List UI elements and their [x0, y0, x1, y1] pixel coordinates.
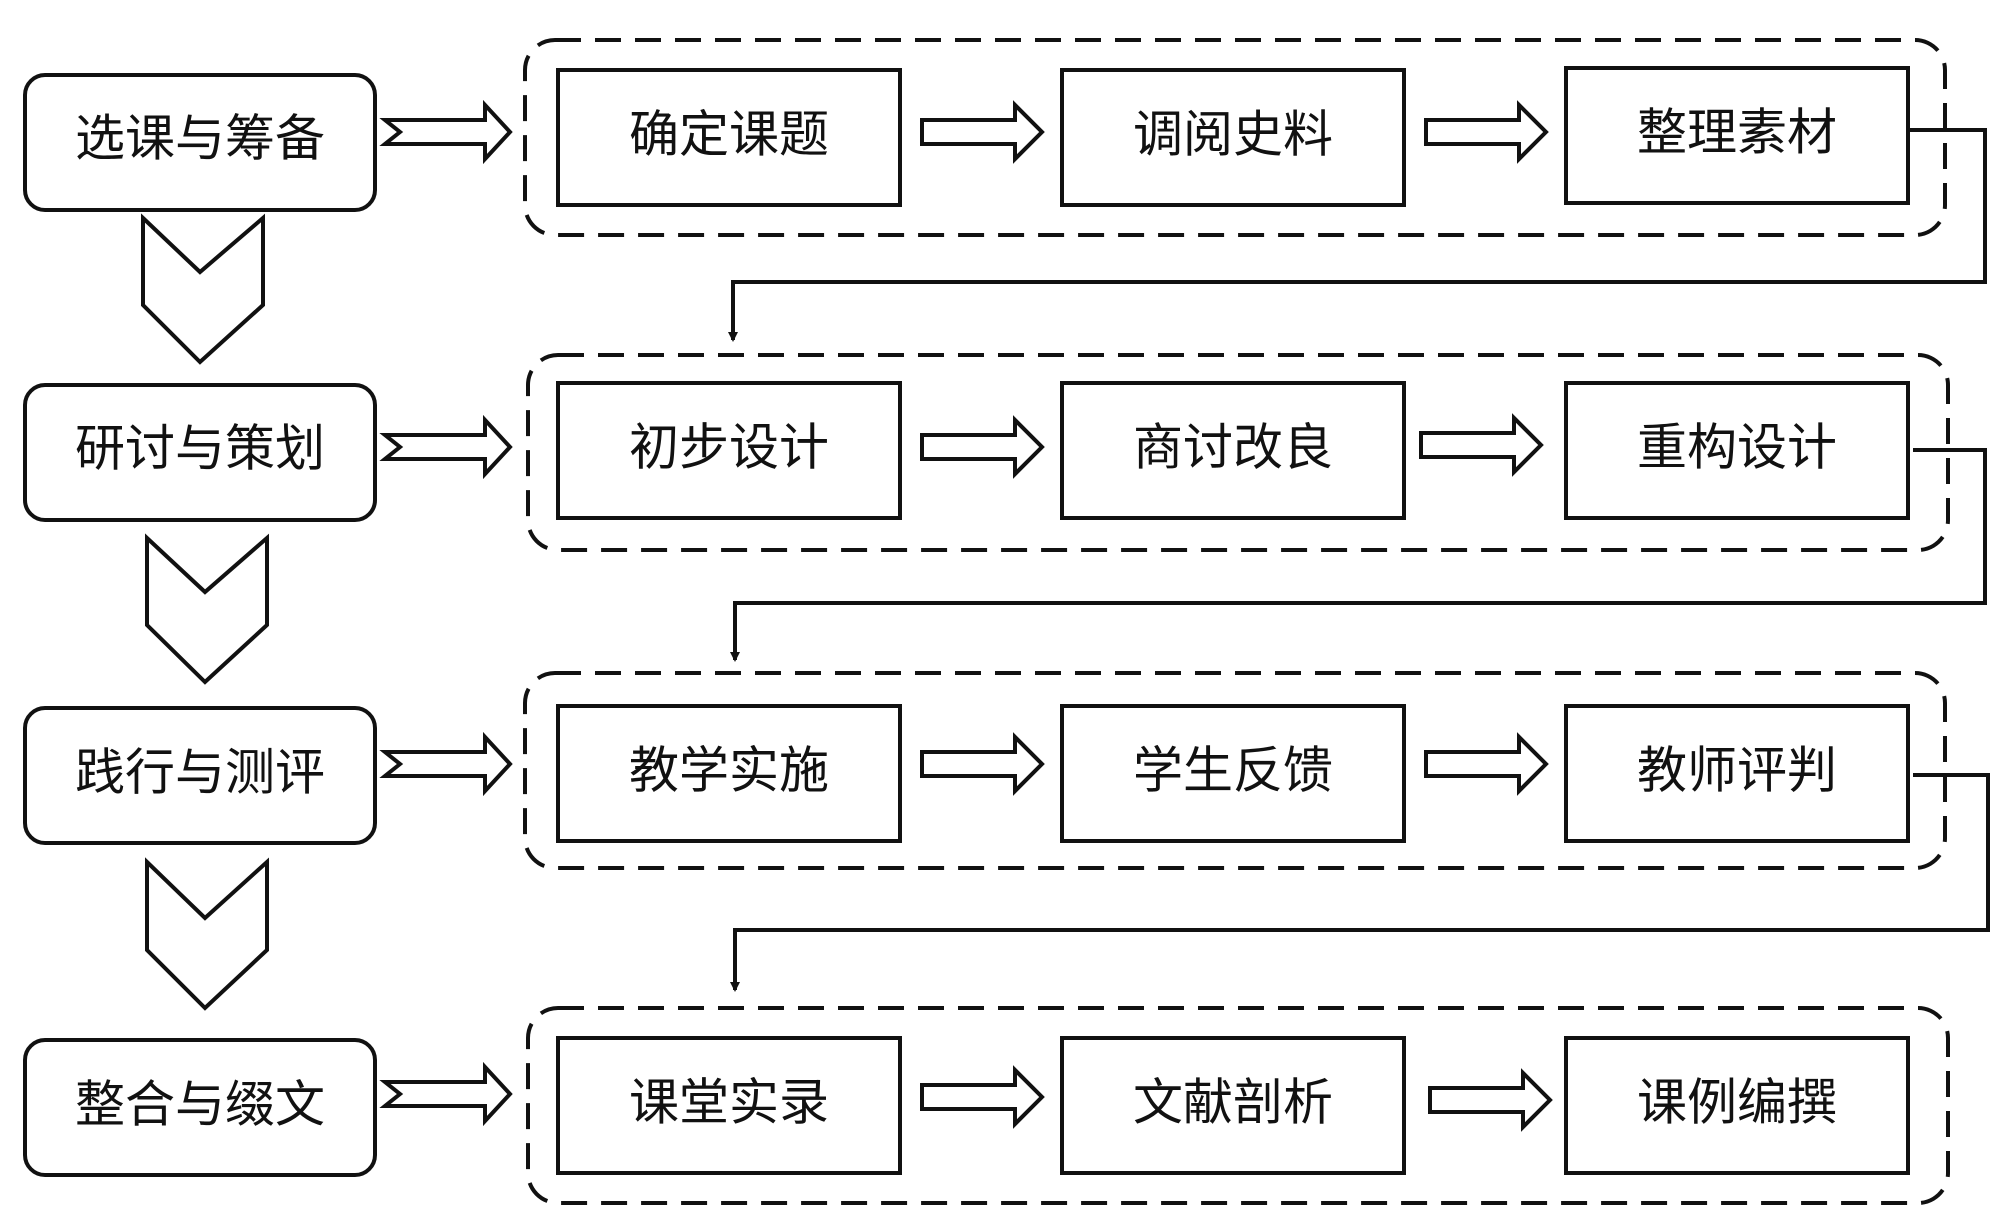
stage-chevron-1	[141, 213, 265, 365]
step-box-4-1	[556, 1036, 902, 1175]
group-frame-4	[526, 1006, 1950, 1205]
step-box-3-1	[556, 704, 902, 843]
step-label-1-3: 整理素材	[1637, 104, 1837, 162]
stage-row-1: 选课与筹备 确定课题 调阅史料 整理素材	[23, 38, 1947, 237]
step-label-4-1: 课堂实录	[629, 1074, 829, 1132]
stage-label-1: 选课与筹备	[75, 110, 325, 168]
row-connector-2	[730, 448, 1987, 662]
step-arrow-2-1	[920, 415, 1045, 479]
step-label-1-1: 确定课题	[629, 106, 829, 164]
row-connector-1	[728, 128, 1987, 342]
step-arrow-3-2	[1424, 732, 1549, 796]
stage-chevron-2	[145, 533, 269, 685]
step-label-3-1: 教学实施	[629, 742, 829, 800]
stage-to-steps-arrow-3	[379, 731, 513, 797]
stage-row-2: 研讨与策划 初步设计 商讨改良 重构设计	[23, 353, 1950, 552]
stage-label-2: 研讨与策划	[75, 420, 325, 478]
stage-to-steps-arrow-4	[379, 1061, 513, 1127]
step-arrow-2-2	[1419, 413, 1544, 477]
step-arrow-1-1	[920, 100, 1045, 164]
stage-row-4: 整合与缀文 课堂实录 文献剖析 课例编撰	[23, 1006, 1950, 1205]
stage-to-steps-arrow-1	[379, 99, 513, 165]
step-arrow-4-2	[1428, 1068, 1553, 1132]
stage-box-4	[23, 1038, 377, 1177]
step-label-4-3: 课例编撰	[1637, 1074, 1837, 1132]
step-label-3-2: 学生反馈	[1133, 742, 1333, 800]
stage-label-3: 践行与测评	[75, 744, 325, 802]
step-box-3-2	[1060, 704, 1406, 843]
step-box-4-2	[1060, 1036, 1406, 1175]
step-box-3-3	[1564, 704, 1910, 843]
stage-chevron-3	[145, 857, 269, 1011]
step-arrow-1-2	[1424, 100, 1549, 164]
group-frame-3	[523, 671, 1947, 870]
step-arrow-4-1	[920, 1065, 1045, 1129]
step-label-2-3: 重构设计	[1637, 419, 1837, 477]
stage-to-steps-arrow-2	[379, 414, 513, 480]
step-box-1-2	[1060, 68, 1406, 207]
step-box-1-3	[1564, 66, 1910, 205]
step-box-1-1	[556, 68, 902, 207]
stage-row-3: 践行与测评 教学实施 学生反馈 教师评判	[23, 671, 1947, 870]
stage-box-3	[23, 706, 377, 845]
group-frame-2	[526, 353, 1950, 552]
step-arrow-3-1	[920, 732, 1045, 796]
step-box-2-2	[1060, 381, 1406, 520]
step-box-2-3	[1564, 381, 1910, 520]
step-label-2-1: 初步设计	[629, 419, 829, 477]
step-label-1-2: 调阅史料	[1133, 106, 1333, 164]
step-label-4-2: 文献剖析	[1133, 1074, 1333, 1132]
group-frame-1	[523, 38, 1947, 237]
step-label-3-3: 教师评判	[1637, 742, 1837, 800]
step-box-2-1	[556, 381, 902, 520]
step-label-2-2: 商讨改良	[1133, 419, 1333, 477]
stage-box-2	[23, 383, 377, 522]
row-connector-3	[730, 773, 1990, 992]
step-box-4-3	[1564, 1036, 1910, 1175]
stage-box-1	[23, 73, 377, 212]
stage-label-4: 整合与缀文	[75, 1076, 325, 1134]
